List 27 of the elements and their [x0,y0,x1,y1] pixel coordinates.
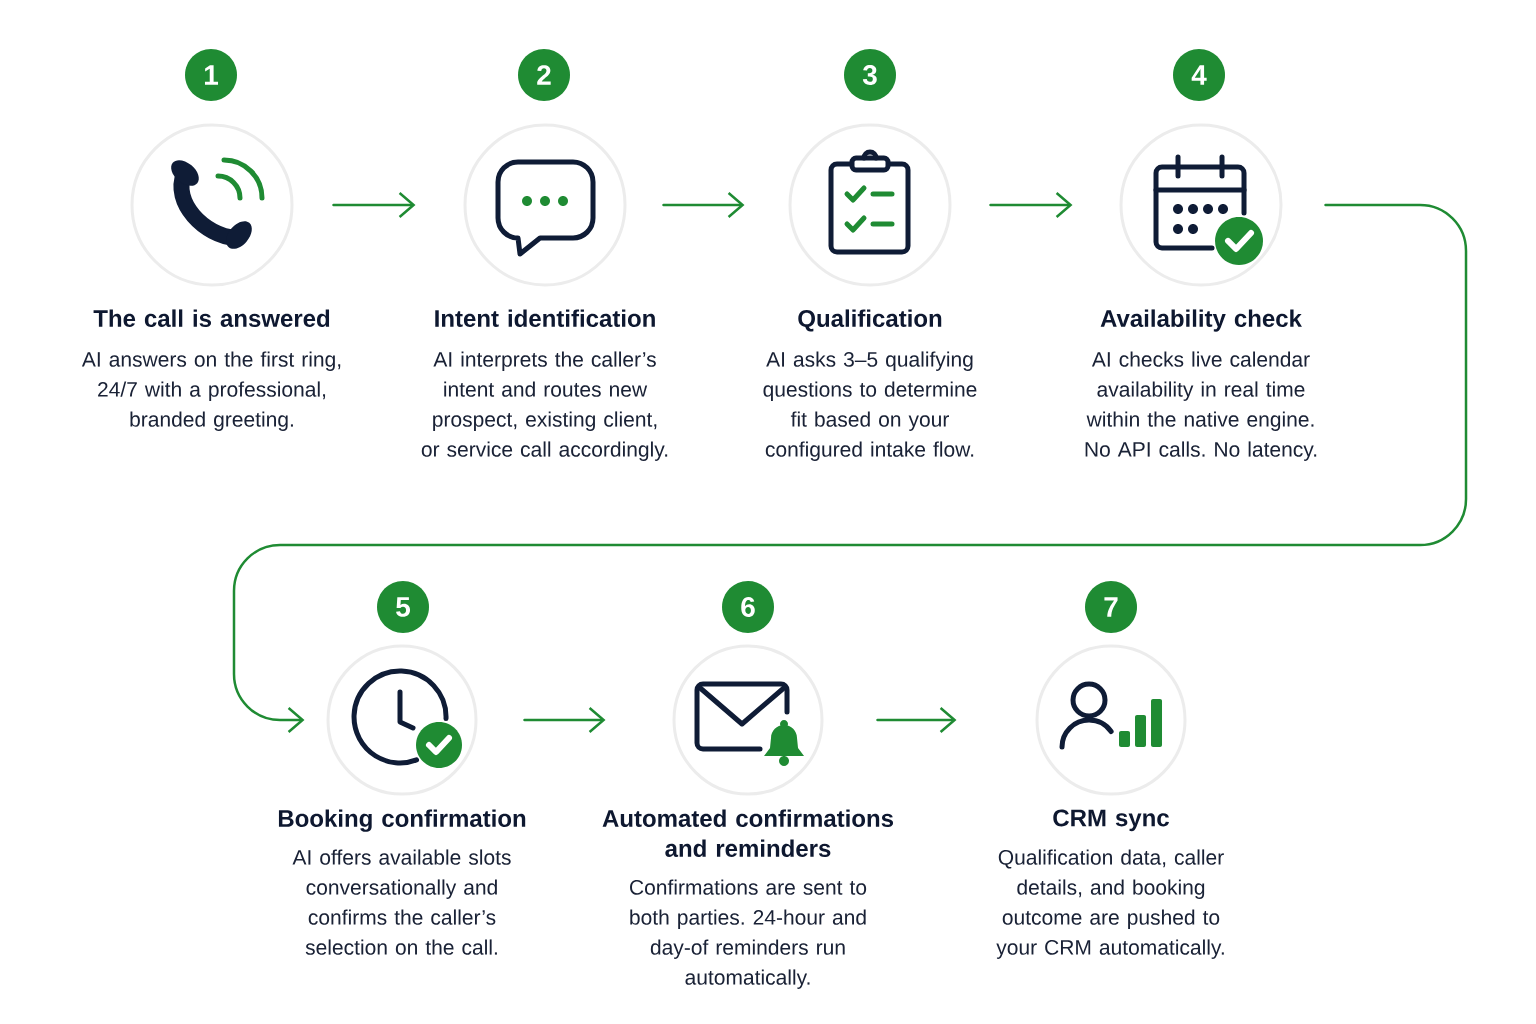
step-description: AI interprets the caller’s intent and routes new prospect, existing client, or service call accordingly. [421,351,668,461]
arrow [523,707,606,733]
number-badge: 2 [518,49,570,101]
number-badge: 7 [1085,581,1137,633]
arrow [662,192,745,218]
number-badge: 6 [722,581,774,633]
number-badge: 1 [185,49,237,101]
number-badge: 3 [844,49,896,101]
step-title: CRM sync [1053,809,1169,832]
step-description: AI asks 3–5 qualifying questions to determine fit based on your configured intake flow. [763,351,977,461]
arrow [232,203,1468,733]
number-badge: 5 [377,581,429,633]
arrow [332,192,416,218]
step-description: AI answers on the first ring, 24/7 with a professional, branded greeting. [81,351,341,431]
arrow [876,707,957,733]
step-description: Qualification data, caller details, and booking outcome are pushed to your CRM automatically. [996,849,1224,959]
step-title: Intent identification [435,309,655,327]
step-title: Booking confirmation [278,809,526,832]
step-title: Qualification [798,309,942,332]
step-description: Confirmations are sent to both parties. 24-hour and day-of reminders run automatically. [630,879,867,989]
step-description: AI offers available slots conversationally and confirms the caller’s selection on the call. [292,849,511,955]
step-title: Automated confirmations and reminders [602,809,893,857]
step-description: AI checks live calendar availability in real time within the native engine. No API calls. No latency. [1085,351,1317,461]
step-title: The call is answered [93,309,330,327]
step-title: Availability check [1100,309,1302,332]
number-badge: 4 [1173,49,1225,101]
arrow [989,192,1073,218]
